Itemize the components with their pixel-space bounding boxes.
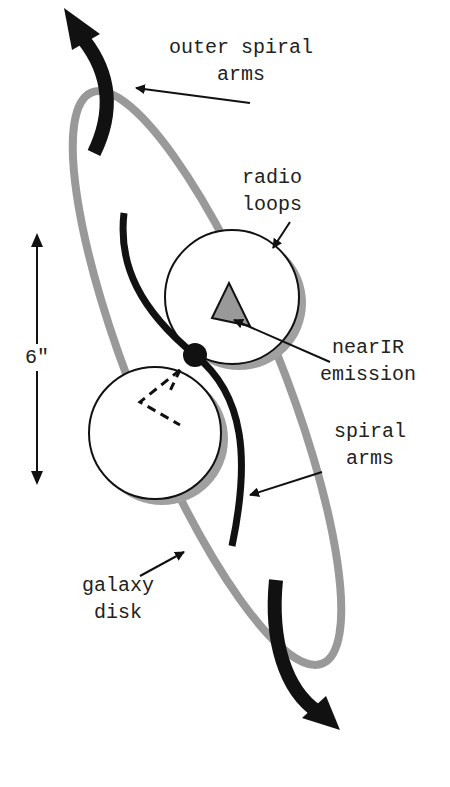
leader-arrow (136, 88, 250, 103)
leader-arrow (140, 552, 184, 576)
dashed-triangle (140, 370, 180, 425)
nearir-triangle (212, 283, 250, 326)
dashed-triangle (168, 370, 180, 395)
outer-spiral-arm (84, 40, 107, 153)
dimension-label: 6" (20, 344, 54, 371)
callout-label: radio loops (230, 164, 314, 218)
leader-arrow (250, 472, 322, 495)
leader-arrow (273, 222, 290, 248)
outer-spiral-arm (275, 580, 318, 712)
radio-loop (89, 367, 221, 499)
leader-arrow (234, 320, 330, 362)
nucleus (183, 343, 207, 367)
callout-label: nearIR emission (306, 334, 430, 388)
callout-label: galaxy disk (68, 572, 168, 626)
outer-arm-arrowhead (64, 8, 100, 50)
outer-arm-arrowhead (302, 696, 340, 730)
inner-spiral-arm (123, 213, 241, 546)
callout-label: spiral arms (320, 418, 420, 472)
callout-label: outer spiral arms (163, 34, 319, 88)
